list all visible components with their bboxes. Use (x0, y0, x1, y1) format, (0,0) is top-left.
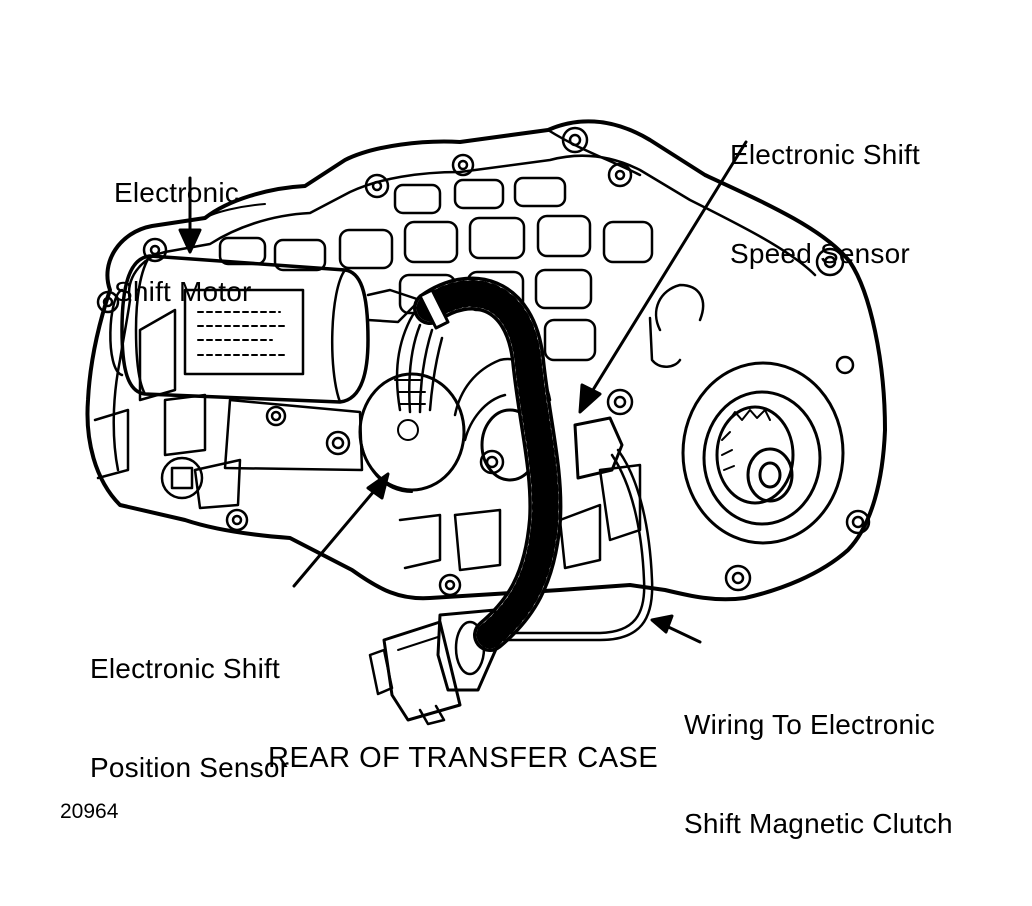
connector (368, 608, 502, 726)
label-clutch-wiring: Wiring To Electronic Shift Magnetic Clut… (684, 642, 953, 906)
figure-caption: REAR OF TRANSFER CASE (268, 742, 659, 774)
label-position-sensor-line2: Position Sensor (90, 752, 290, 783)
label-shift-motor: Electronic Shift Motor (114, 110, 252, 374)
output-shaft (648, 283, 845, 545)
label-clutch-wiring-line1: Wiring To Electronic (684, 709, 935, 740)
label-position-sensor-line1: Electronic Shift (90, 653, 280, 684)
label-shift-motor-line1: Electronic (114, 177, 239, 208)
label-position-sensor: Electronic Shift Position Sensor (90, 586, 289, 850)
label-speed-sensor-line2: Speed Sensor (730, 238, 910, 269)
label-speed-sensor-line1: Electronic Shift (730, 139, 920, 170)
figure-number: 20964 (60, 800, 119, 823)
label-shift-motor-line2: Shift Motor (114, 276, 252, 307)
label-speed-sensor: Electronic Shift Speed Sensor (730, 72, 920, 336)
leader-arrows (178, 140, 748, 644)
label-clutch-wiring-line2: Shift Magnetic Clutch (684, 808, 953, 839)
drain-plug (160, 456, 204, 500)
clutch-wire (498, 448, 654, 642)
position-sensor (358, 372, 466, 493)
wiring-loom (413, 276, 563, 652)
shift-motor (109, 254, 422, 472)
case-housing (85, 119, 887, 602)
